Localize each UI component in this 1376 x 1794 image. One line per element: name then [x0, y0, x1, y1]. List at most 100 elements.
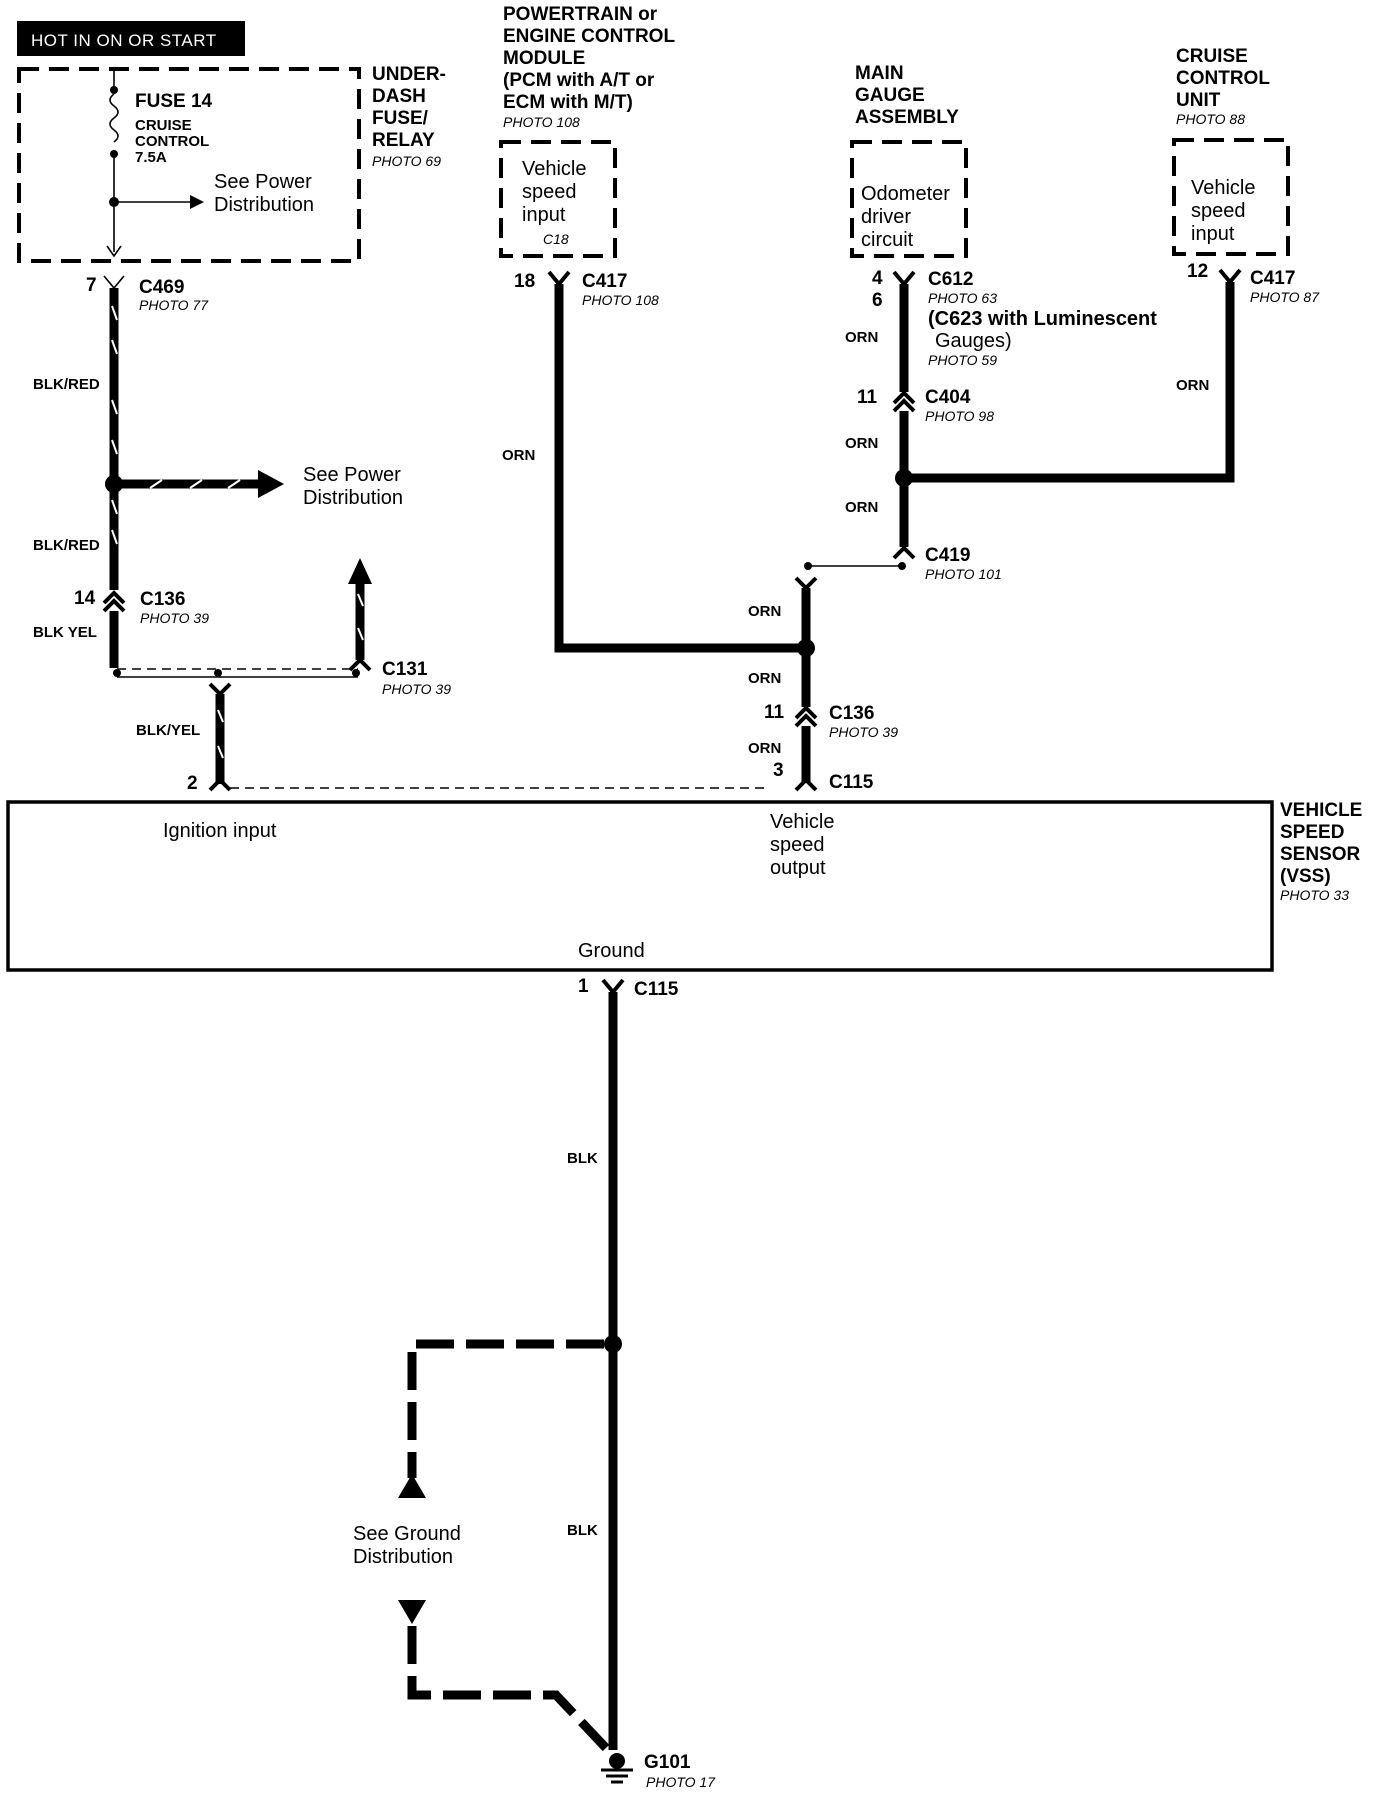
pcm-title: POWERTRAIN or ENGINE CONTROL MODULE (PCM…: [503, 4, 675, 130]
see-power-arrow: [114, 470, 284, 498]
svg-text:(VSS): (VSS): [1280, 866, 1331, 887]
svg-text:C404: C404: [925, 387, 971, 408]
c612-connector: 4 6 C612 PHOTO 63 (C623 with Luminescent…: [872, 268, 1157, 368]
vss-output-label: Vehicle speed output: [770, 811, 835, 879]
svg-text:(C623 with Luminescent: (C623 with Luminescent: [928, 308, 1157, 330]
svg-text:C417: C417: [1250, 268, 1295, 289]
svg-text:driver: driver: [861, 206, 911, 228]
fuse-14-desc: CRUISE CONTROL 7.5A: [135, 117, 209, 166]
svg-text:C419: C419: [925, 545, 970, 566]
svg-text:input: input: [522, 204, 566, 226]
svg-text:DASH: DASH: [372, 86, 426, 107]
c136-left-connector: 14 C136 PHOTO 39: [74, 588, 209, 626]
gauge-title: MAIN GAUGE ASSEMBLY: [855, 63, 959, 128]
svg-text:circuit: circuit: [861, 229, 914, 251]
svg-text:ASSEMBLY: ASSEMBLY: [855, 107, 959, 128]
svg-text:18: 18: [514, 271, 535, 292]
svg-text:Distribution: Distribution: [353, 1546, 453, 1568]
pin-ignition: 2: [187, 773, 198, 794]
svg-text:Vehicle: Vehicle: [770, 811, 835, 833]
svg-text:C136: C136: [829, 703, 874, 724]
svg-text:PHOTO 63: PHOTO 63: [928, 290, 997, 306]
wire-label-orn-gauge-2: ORN: [845, 435, 878, 452]
svg-text:14: 14: [74, 588, 96, 609]
wire-label-blk-yel-b: BLK/YEL: [136, 722, 200, 739]
c404-connector: 11 C404 PHOTO 98: [857, 387, 994, 424]
svg-text:PHOTO 108: PHOTO 108: [503, 114, 580, 130]
svg-text:PHOTO 39: PHOTO 39: [829, 724, 898, 740]
c115-top-connector: 3 C115: [773, 760, 874, 793]
vss-ground-label: Ground: [578, 940, 645, 962]
svg-text:See Power: See Power: [214, 171, 312, 193]
wire-label-orn-trunk-1: ORN: [748, 603, 781, 620]
ground-distribution-loop: [398, 1339, 610, 1752]
fuse-14-label: FUSE 14: [135, 91, 213, 112]
svg-text:CRUISE: CRUISE: [1176, 46, 1248, 67]
wire-label-blk-1: BLK: [567, 1150, 598, 1167]
svg-text:C136: C136: [140, 589, 185, 610]
wire-blk-red-left: [109, 288, 119, 590]
svg-text:UNIT: UNIT: [1176, 90, 1221, 111]
wire-orn-pcm: [554, 284, 806, 653]
svg-text:MODULE: MODULE: [503, 48, 585, 69]
svg-text:UNDER-: UNDER-: [372, 64, 446, 85]
c469-connector: 7 C469 PHOTO 77: [86, 275, 209, 313]
c136-right-connector: 11 C136 PHOTO 39: [764, 702, 898, 740]
c417-cruise-connector: 12 C417 PHOTO 87: [1187, 261, 1320, 305]
svg-text:11: 11: [857, 387, 878, 408]
svg-text:C115: C115: [634, 979, 679, 1000]
wire-orn-cruise: [904, 282, 1235, 483]
svg-text:PHOTO 39: PHOTO 39: [140, 610, 209, 626]
see-ground-label: See Ground Distribution: [353, 1523, 461, 1568]
svg-text:11: 11: [764, 702, 785, 723]
svg-text:Distribution: Distribution: [214, 194, 314, 216]
svg-text:SPEED: SPEED: [1280, 822, 1344, 843]
svg-text:GAUGE: GAUGE: [855, 85, 925, 106]
svg-text:C612: C612: [928, 269, 973, 290]
svg-text:C417: C417: [582, 271, 627, 292]
svg-text:speed: speed: [770, 834, 825, 856]
svg-text:7.5A: 7.5A: [135, 149, 167, 166]
wire-label-orn-vss: ORN: [748, 740, 781, 757]
fuse-box-outline: [17, 67, 361, 263]
wire-label-blk-2: BLK: [567, 1522, 598, 1539]
svg-text:VEHICLE: VEHICLE: [1280, 800, 1362, 821]
svg-text:1: 1: [578, 976, 589, 997]
svg-text:input: input: [1191, 223, 1235, 245]
fuse-see-power: See Power Distribution: [214, 171, 314, 216]
wire-label-orn-gauge-3: ORN: [845, 499, 878, 516]
svg-text:6: 6: [872, 290, 883, 311]
fuse-14-icon: [106, 69, 204, 258]
svg-text:output: output: [770, 857, 826, 879]
splice-ground: [604, 1335, 622, 1353]
g101-label: G101: [644, 1752, 691, 1773]
svg-text:RELAY: RELAY: [372, 130, 435, 151]
splice-trunk: [797, 639, 815, 657]
wire-label-blk-red-2: BLK/RED: [33, 537, 100, 554]
svg-text:4: 4: [872, 268, 883, 289]
c131-bus: C131 PHOTO 39: [113, 558, 451, 697]
gauge-circuit-label: Odometer driver circuit: [861, 183, 950, 251]
svg-text:PHOTO 77: PHOTO 77: [139, 297, 209, 313]
pcm-input-box: [499, 140, 617, 258]
svg-text:PHOTO 59: PHOTO 59: [928, 352, 997, 368]
svg-text:C131: C131: [382, 659, 428, 680]
svg-text:MAIN: MAIN: [855, 63, 904, 84]
wire-label-orn-cruise: ORN: [1176, 377, 1209, 394]
see-power-mid: See Power Distribution: [303, 464, 403, 509]
gauge-circuit-box: [850, 140, 968, 258]
g101-photo: PHOTO 17: [646, 1774, 716, 1790]
svg-text:CONTROL: CONTROL: [135, 133, 209, 150]
vss-box: [6, 800, 1274, 972]
cruise-title: CRUISE CONTROL UNIT PHOTO 88: [1176, 46, 1270, 127]
svg-text:See Ground: See Ground: [353, 1523, 461, 1545]
wire-label-orn-gauge-1: ORN: [845, 329, 878, 346]
svg-text:ENGINE CONTROL: ENGINE CONTROL: [503, 26, 675, 47]
svg-text:7: 7: [86, 275, 97, 296]
wire-label-orn-pcm: ORN: [502, 447, 535, 464]
svg-text:C18: C18: [543, 231, 569, 247]
vss-title: VEHICLE SPEED SENSOR (VSS) PHOTO 33: [1280, 800, 1362, 903]
svg-text:3: 3: [773, 760, 784, 781]
svg-text:12: 12: [1187, 261, 1208, 282]
